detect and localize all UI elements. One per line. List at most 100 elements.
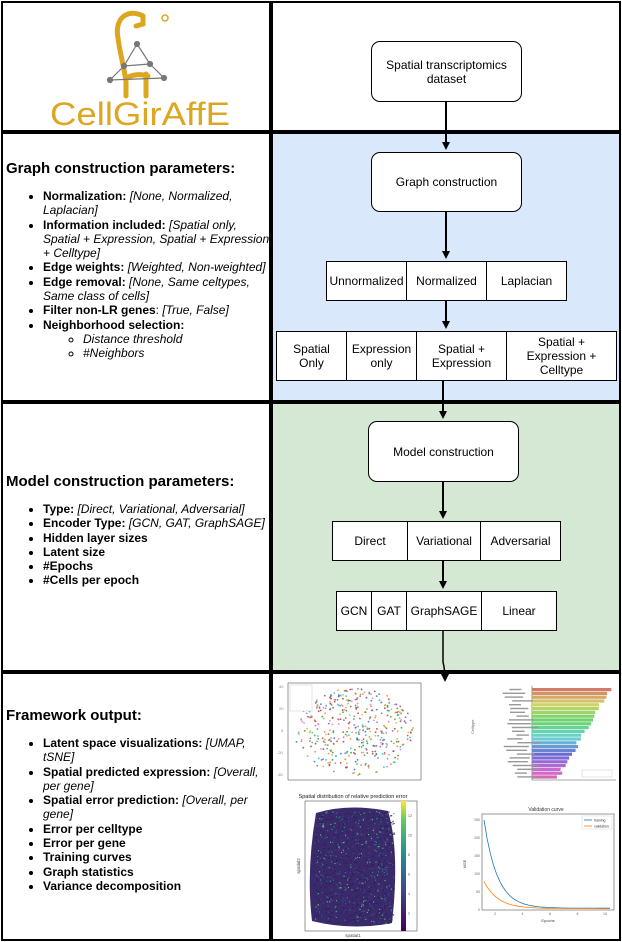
spatial-spot [373,853,375,855]
colorbar-tick: 8 [408,853,410,857]
spatial-spot [346,855,348,857]
spatial-spot [373,883,375,885]
spatial-spot [388,862,390,864]
celltype-bar-label [502,692,526,694]
tsne-point [354,749,356,751]
spatial-spot [386,886,388,888]
spatial-spot [360,850,362,852]
spatial-spot [347,837,349,839]
spatial-spot [343,826,345,828]
spatial-spot [328,867,330,869]
param-distance-threshold: Distance threshold [83,332,271,346]
spatial-spot [377,888,379,890]
tsne-point [319,709,322,712]
spatial-spot [323,825,325,827]
spatial-spot [353,914,355,916]
spatial-spot [379,838,381,840]
spatial-spot [383,868,385,870]
spatial-spot [350,860,352,862]
param-edge-weights: Edge weights: [Weighted, Non-weighted] [43,260,271,274]
spatial-spot [321,922,323,924]
celltype-bar-label [509,688,522,691]
spatial-spot [354,917,356,919]
spatial-spot [385,866,387,868]
validation-legend-training: training [594,819,606,823]
spatial-spot [350,878,352,880]
spatial-spot [357,920,359,922]
spatial-spot [338,817,340,819]
spatial-spot [370,877,372,879]
tsne-point [327,733,330,735]
spatial-spot [314,884,316,886]
spatial-spot [368,842,370,844]
spatial-tissue [309,807,396,927]
tsne-point [340,752,342,755]
spatial-spot [320,851,322,853]
spatial-spot [359,840,361,842]
spatial-spot [371,839,373,841]
spatial-spot [361,871,363,873]
spatial-spot [325,881,327,883]
tsne-point [337,723,340,725]
spatial-spot [338,826,340,828]
tsne-point [323,731,326,733]
spatial-spot [335,855,337,857]
spatial-spot [366,830,368,832]
tsne-point [381,753,384,755]
celltype-bar-label [503,745,529,748]
spatial-spot [389,834,391,836]
tsne-point [353,771,356,774]
output-list: Latent space visualizations: [UMAP, tSNE… [0,736,268,893]
spatial-spot [377,897,379,899]
spatial-spot [376,813,378,815]
spatial-spot [389,862,391,864]
celltype-bar-label [517,776,537,778]
spatial-spot [320,834,322,836]
spatial-spot [318,841,320,843]
spatial-spot [382,875,384,877]
spatial-spot [337,885,339,887]
spatial-spot [347,812,349,814]
spatial-spot [390,909,392,911]
spatial-spot [349,885,351,887]
spatial-spot [346,830,348,832]
celltype-bar-label [510,707,529,710]
spatial-spot [357,890,359,892]
spatial-spot [336,904,338,906]
spatial-spot [375,844,377,846]
spatial-spot [325,886,327,888]
tsne-point [355,698,358,700]
spatial-spot [338,859,340,861]
spatial-spot [372,868,374,870]
giraffe-logo-icon: CellGirAffE [50,10,230,132]
spatial-spot [387,893,389,895]
spatial-spot [370,865,372,867]
spatial-spot [322,875,324,877]
spatial-spot [332,895,334,897]
tsne-point [316,728,319,730]
spatial-spot [344,841,346,843]
spatial-spot [356,887,358,889]
spatial-spot [320,876,322,878]
spatial-spot [318,915,320,917]
spatial-spot [379,919,381,921]
spatial-spot [387,842,389,844]
celltype-bar [532,699,605,703]
tsne-point [374,755,376,757]
spatial-spot [326,873,328,875]
validation-x-tick: 2 [494,912,496,916]
spatial-spot [375,868,377,870]
spatial-spot [333,818,335,820]
spatial-spot [383,841,385,843]
tsne-point [385,727,388,730]
tsne-point [322,758,324,761]
spatial-spot [381,898,383,900]
spatial-spot [320,813,322,815]
spatial-spot [316,877,318,879]
spatial-spot [345,818,347,820]
spatial-error-xlabel: spatial1 [345,933,361,938]
tsne-point [349,699,351,702]
spatial-spot [341,832,343,834]
tsne-point [386,757,389,760]
spatial-spot [367,818,369,820]
